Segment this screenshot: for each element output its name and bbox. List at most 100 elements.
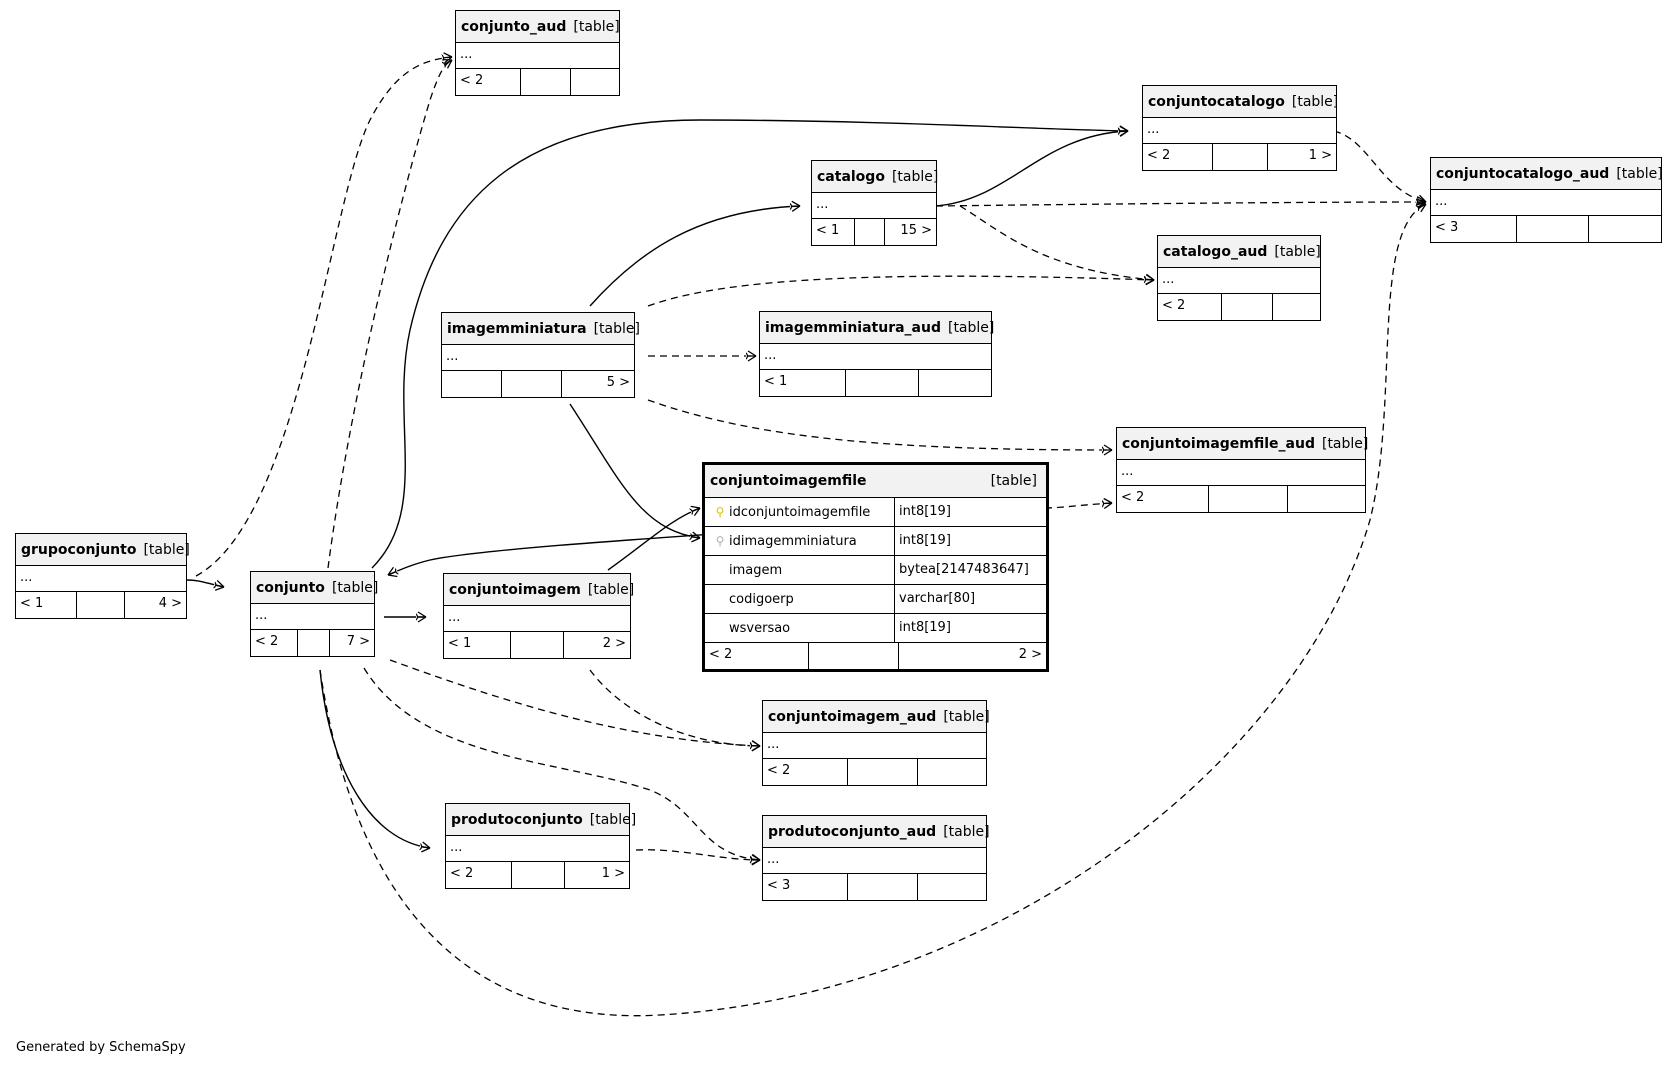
- parents-count: [442, 371, 502, 397]
- table-name: conjuntoimagem: [449, 581, 581, 598]
- column-name: wsversao: [729, 620, 791, 636]
- table-catalogo_aud[interactable]: catalogo_aud[table] ... < 2: [1157, 235, 1321, 321]
- table-footer: < 3: [763, 874, 986, 900]
- rows-count: [1222, 294, 1273, 320]
- children-count: [1589, 216, 1661, 242]
- edge-catalogo-conjuntocatalogo_aud: [935, 202, 1426, 206]
- column-type: varchar[80]: [899, 591, 976, 606]
- table-kind: [table]: [573, 18, 620, 35]
- table-body: ...: [446, 836, 629, 862]
- parents-count: < 1: [16, 592, 77, 618]
- table-imagemminiatura_aud[interactable]: imagemminiatura_aud[table] ... < 1: [759, 311, 995, 397]
- children-count: 7 >: [346, 634, 370, 649]
- edge-conjunto-produtoconjunto_aud: [363, 667, 760, 860]
- rows-count: [1209, 486, 1288, 512]
- parents-count: < 2: [251, 630, 298, 656]
- table-name: conjuntocatalogo: [1148, 93, 1285, 110]
- table-name: produtoconjunto_aud: [768, 823, 937, 840]
- table-body: ...: [760, 344, 991, 370]
- column-row[interactable]: ⚲idconjuntoimagemfile int8[19]: [705, 498, 1046, 527]
- table-footer: < 2 7 >: [251, 630, 374, 656]
- table-body: ...: [1117, 460, 1365, 486]
- table-conjuntocatalogo[interactable]: conjuntocatalogo[table] ... < 2 1 >: [1142, 85, 1338, 171]
- table-footer: < 2: [1117, 486, 1365, 512]
- children-count: [918, 874, 986, 900]
- table-footer: < 1 4 >: [16, 592, 186, 618]
- table-conjuntocatalogo_aud[interactable]: conjuntocatalogo_aud[table] ... < 3: [1430, 157, 1663, 243]
- parents-count: < 3: [1431, 216, 1517, 242]
- edge-conjunto-conjunto_aud: [327, 60, 452, 569]
- table-kind: [table]: [947, 319, 995, 336]
- edge-conjuntoimagem-conjuntoimagemfile: [607, 508, 700, 571]
- table-footer: < 1 15 >: [812, 219, 936, 245]
- rows-count: [846, 370, 919, 396]
- column-row[interactable]: codigoerp varchar[80]: [705, 585, 1046, 614]
- rows-count: [512, 862, 565, 888]
- table-conjuntoimagem_aud[interactable]: conjuntoimagem_aud[table] ... < 2: [762, 700, 990, 786]
- edge-conjunto-conjuntocatalogo: [371, 119, 1128, 569]
- table-imagemminiatura[interactable]: imagemminiatura[table] ... 5 >: [441, 312, 640, 398]
- rows-count: [511, 632, 564, 658]
- table-body: ...: [1143, 118, 1336, 144]
- table-footer: < 2: [456, 69, 619, 95]
- column-row[interactable]: wsversao int8[19]: [705, 614, 1046, 643]
- column-row[interactable]: ⚲idimagemminiatura int8[19]: [705, 527, 1046, 556]
- table-name: imagemminiatura_aud: [765, 319, 941, 336]
- table-conjuntoimagem[interactable]: conjuntoimagem[table] ... < 1 2 >: [443, 573, 634, 659]
- table-name: catalogo: [817, 168, 885, 185]
- table-name: conjuntoimagem_aud: [768, 708, 937, 725]
- parents-count: < 2: [446, 862, 512, 888]
- table-body: ...: [16, 566, 186, 592]
- parents-count: < 2: [1143, 144, 1213, 170]
- children-count: 2 >: [1018, 647, 1042, 662]
- rows-count: [1213, 144, 1268, 170]
- table-conjunto_aud[interactable]: conjunto_aud[table] ... < 2: [455, 10, 620, 96]
- table-conjuntoimagemfile[interactable]: conjuntoimagemfile[table] ⚲idconjuntoima…: [702, 462, 1049, 672]
- parents-count: < 2: [705, 643, 809, 669]
- table-kind: [table]: [943, 823, 990, 840]
- parents-count: < 3: [763, 874, 848, 900]
- table-name: conjunto: [256, 579, 325, 596]
- foreign-key-icon: ⚲: [715, 533, 725, 548]
- table-catalogo[interactable]: catalogo[table] ... < 1 15 >: [811, 160, 938, 246]
- edge-conjuntoimagem-conjuntoimagem_aud: [589, 669, 760, 746]
- table-kind: [table]: [331, 579, 379, 596]
- table-name: catalogo_aud: [1163, 243, 1268, 260]
- column-type: int8[19]: [899, 504, 951, 519]
- table-body: ...: [442, 345, 634, 371]
- edge-conjuntoimagemfile-conjuntoimagemfile_aud: [1044, 503, 1112, 508]
- table-body: ...: [456, 43, 619, 69]
- edge-conjunto-produtoconjunto: [319, 669, 430, 848]
- edge-catalogo-catalogo_aud: [959, 205, 1154, 280]
- table-conjuntoimagemfile_aud[interactable]: conjuntoimagemfile_aud[table] ... < 2: [1116, 427, 1369, 513]
- edge-catalogo-conjuntocatalogo: [935, 131, 1128, 207]
- table-name: conjuntoimagemfile: [710, 473, 867, 489]
- parents-count: < 2: [1158, 294, 1222, 320]
- children-count: [1288, 486, 1365, 512]
- column-row[interactable]: imagem bytea[2147483647]: [705, 556, 1046, 585]
- parents-count: < 1: [812, 219, 855, 245]
- table-produtoconjunto[interactable]: produtoconjunto[table] ... < 2 1 >: [445, 803, 636, 889]
- table-footer: < 3: [1431, 216, 1661, 242]
- table-grupoconjunto[interactable]: grupoconjunto[table] ... < 1 4 >: [15, 533, 190, 619]
- rows-count: [848, 874, 918, 900]
- table-body: ...: [1431, 190, 1661, 216]
- table-kind: [table]: [1274, 243, 1321, 260]
- table-body: ...: [251, 604, 374, 630]
- table-produtoconjunto_aud[interactable]: produtoconjunto_aud[table] ... < 3: [762, 815, 990, 901]
- children-count: 1 >: [1308, 148, 1332, 163]
- rows-count: [848, 759, 918, 785]
- edge-produtoconjunto-produtoconjunto_aud: [635, 849, 760, 860]
- edge-conjunto-conjuntoimagem_aud: [389, 659, 760, 746]
- column-name: idimagemminiatura: [729, 533, 857, 549]
- table-kind: [table]: [593, 320, 640, 337]
- table-conjunto[interactable]: conjunto [table] ... < 2 7 >: [250, 571, 379, 657]
- edge-imagemminiatura-conjuntoimagemfile: [569, 403, 700, 538]
- column-type: int8[19]: [899, 620, 951, 635]
- rows-count: [855, 219, 885, 245]
- table-name: produtoconjunto: [451, 811, 583, 828]
- children-count: 4 >: [158, 596, 182, 611]
- children-count: [918, 759, 986, 785]
- table-footer: < 2: [1158, 294, 1320, 320]
- table-kind: [table]: [1321, 435, 1369, 452]
